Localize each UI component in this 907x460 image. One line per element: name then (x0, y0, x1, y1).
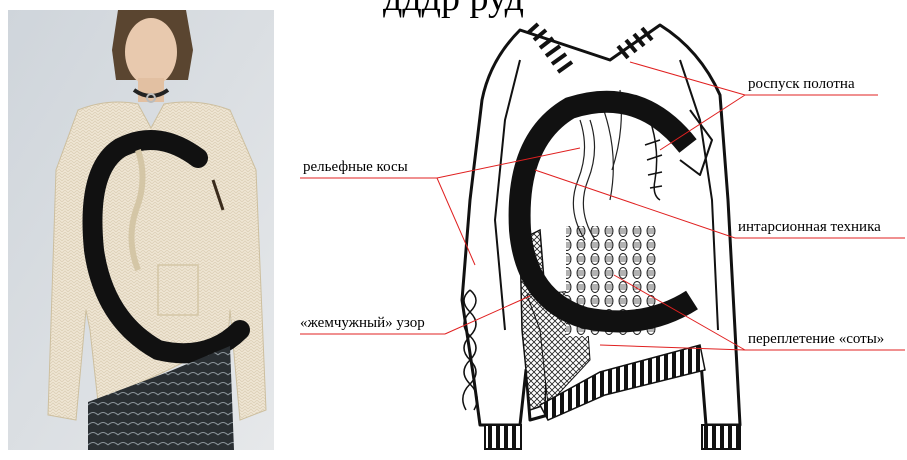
label-intarsia: интарсионная техника (738, 219, 881, 236)
collar-rib (528, 24, 652, 72)
left-cuff (485, 425, 521, 449)
label-raspusk: роспуск полотна (748, 76, 855, 93)
label-soty: переплетение «соты» (748, 331, 884, 348)
right-cuff (702, 425, 740, 449)
label-kosy: рельефные косы (303, 159, 408, 176)
label-zhemchug: «жемчужный» узор (300, 315, 425, 332)
